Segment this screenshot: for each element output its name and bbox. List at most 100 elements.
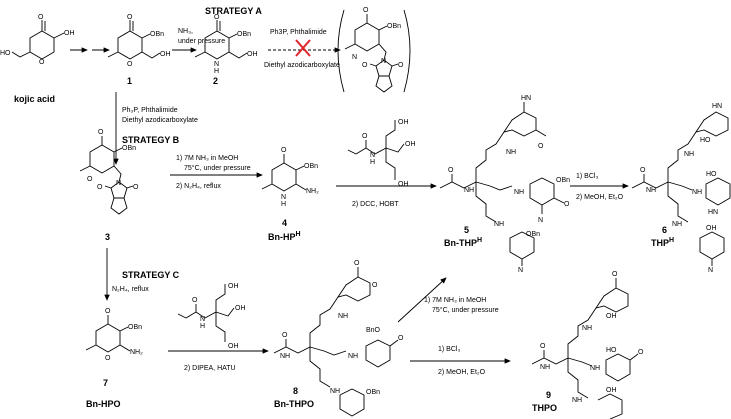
c2-h-label: H <box>214 68 219 75</box>
kojic-ring-o-label: O <box>39 59 45 66</box>
c4-name-sup: H <box>296 231 301 238</box>
kojic-oh-label: OH <box>64 30 75 37</box>
strategy-b-step1-reagent-1: Ph₃P, Phthalimide <box>122 107 178 114</box>
strategy-a-title: STRATEGY A <box>205 6 262 16</box>
c5-hn-label: NH <box>464 187 474 194</box>
c5-nh-bot-label: NH <box>494 221 504 228</box>
acid-c-oh2-label: OH <box>235 305 246 312</box>
c1-o-label: O <box>127 14 133 21</box>
compound-9-number: 9 <box>546 390 551 400</box>
compound-2-structure: O OBn OH N H <box>194 14 258 75</box>
c4-o-label: O <box>281 147 287 154</box>
strategy-b-step2-reagent-1: 1) 7M NH₃ in MeOH <box>176 155 238 162</box>
strategy-b-step3-reagent: 2) DCC, HOBT <box>352 201 399 208</box>
c9-oh-top-label: OH <box>606 313 617 320</box>
compound-1-number: 1 <box>127 76 132 86</box>
hyp-o-label: O <box>363 7 369 14</box>
c8-nh-bot-label: NH <box>330 388 340 395</box>
strategy-c-step3-reagent-1: 1) 7M NH₃ in MeOH <box>424 297 486 304</box>
c7-o-label: O <box>105 308 111 315</box>
c6-nh-top-label: NH <box>684 151 694 158</box>
kojic-o-label: O <box>38 14 44 21</box>
c5-o-top-label: O <box>538 143 544 150</box>
c5-nh-mid-label: NH <box>514 189 524 196</box>
c6-ho-mid-label: HO <box>706 171 717 178</box>
compound-9-structure: NH O NH O OH NH HO O NH OH <box>531 271 644 419</box>
c5-name-main: Bn-THP <box>444 238 477 248</box>
c9-nh-mid-label: NH <box>590 365 600 372</box>
compound-6-name: THPH <box>651 237 674 248</box>
acid-b-oh2-label: OH <box>405 141 416 148</box>
tricarboxylic-acid-b-structure: O N H OH OH OH <box>347 119 416 188</box>
strategy-b-step4-reagent-2: 2) MeOH, Et₂O <box>576 194 624 201</box>
compound-4-number: 4 <box>282 218 287 228</box>
strategy-c-step1-reagent: N₂H₄, reflux <box>112 286 149 293</box>
acid-c-oh1-label: OH <box>228 283 239 290</box>
c6-name-sup: H <box>669 237 674 244</box>
c6-oh-bot-label: OH <box>706 225 717 232</box>
c8-bno-label: BnO <box>366 327 381 334</box>
compound-8-name: Bn-THPO <box>274 399 314 409</box>
c5-o-mid-label: O <box>564 201 570 208</box>
c5-obn-mid-label: OBn <box>556 177 570 184</box>
c8-o-mid-label: O <box>398 335 404 342</box>
c4-obn-label: OBn <box>304 163 318 170</box>
left-parenthesis <box>337 9 345 93</box>
right-parenthesis <box>403 9 411 93</box>
c9-hn-label: NH <box>540 364 550 371</box>
acid-c-oh3-label: OH <box>228 343 239 350</box>
c5-name-sup: H <box>477 237 482 244</box>
red-cross-icon <box>295 39 311 57</box>
compound-1-structure: O OBn OH O <box>107 14 171 68</box>
compound-8-structure: NH O NH O O BnO NH O NH OBn <box>273 260 404 417</box>
strategy-b-step2-reagent-2: 75°C, under pressure <box>184 164 251 172</box>
c8-obn-bot-label: OBn <box>366 389 380 396</box>
strategy-a-failed-reagent-1: Ph3P, Phthalimide <box>270 29 327 36</box>
c5-nh-top-label: NH <box>506 149 516 156</box>
c2-n-label: N <box>214 61 219 68</box>
strategy-a-reagent-1: NH₃, <box>178 28 193 35</box>
compound-2-number: 2 <box>213 76 218 86</box>
acid-b-n-label: N <box>370 152 375 159</box>
c9-o-top-label: O <box>612 271 618 278</box>
c3-obn-label: OBn <box>122 145 136 152</box>
c5-hn-top-label: HN <box>521 95 531 102</box>
c8-o-label: O <box>282 332 288 339</box>
strategy-b-step1-reagent-2: Diethyl azodicarboxylate <box>122 117 198 124</box>
hypothetical-phthalimide-structure: O OBn N N O O <box>344 7 404 93</box>
c4-name-main: Bn-HP <box>268 232 296 242</box>
compound-8-number: 8 <box>293 386 298 396</box>
c3-o-left-label: O <box>97 184 103 191</box>
c8-nh-mid-label: NH <box>348 353 358 360</box>
c1-ring-o-label: O <box>127 61 133 68</box>
acid-b-oh1-label: OH <box>398 119 409 126</box>
c5-o-label: O <box>448 167 454 174</box>
c6-hn-mid-label: HN <box>708 209 718 216</box>
c5-obn-bot-label: OBn <box>526 231 540 238</box>
c8-hn-label: NH <box>280 353 290 360</box>
c3-n-label: N <box>116 180 121 187</box>
compound-7-number: 7 <box>103 378 108 388</box>
c7-ring-o-label: O <box>105 355 111 362</box>
c9-o-label: O <box>540 343 546 350</box>
c2-obn-label: OBn <box>237 31 251 38</box>
c4-nh2-label: NH₂ <box>306 188 319 195</box>
c1-obn-label: OBn <box>150 31 164 38</box>
c6-nh-bot-label: NH <box>672 221 682 228</box>
strategy-c-step4-reagent-1: 1) BCl₃ <box>438 346 460 353</box>
kojic-acid-label: kojic acid <box>14 94 55 104</box>
hyp-n-label: N <box>352 54 357 61</box>
c1-oh-label: OH <box>160 51 171 58</box>
tricarboxylic-acid-c-structure: O N H OH OH OH <box>177 283 246 350</box>
compound-4-structure: O OBn NH₂ N H <box>261 147 319 208</box>
c9-nh-top-label: NH <box>582 325 592 332</box>
acid-b-h-label: H <box>370 159 375 166</box>
c8-o-top-label: O <box>354 260 360 267</box>
acid-c-h-label: H <box>200 323 205 330</box>
strategy-a-reagent-2: under pressure <box>178 38 225 45</box>
arrow-8-to-5 <box>397 277 447 323</box>
compound-6-structure: NH O NH HN HO NH HO HN NH OH N <box>631 103 731 274</box>
c5-n-mid-label: N <box>538 217 543 224</box>
hyp-imide-n-label: N <box>381 58 386 65</box>
